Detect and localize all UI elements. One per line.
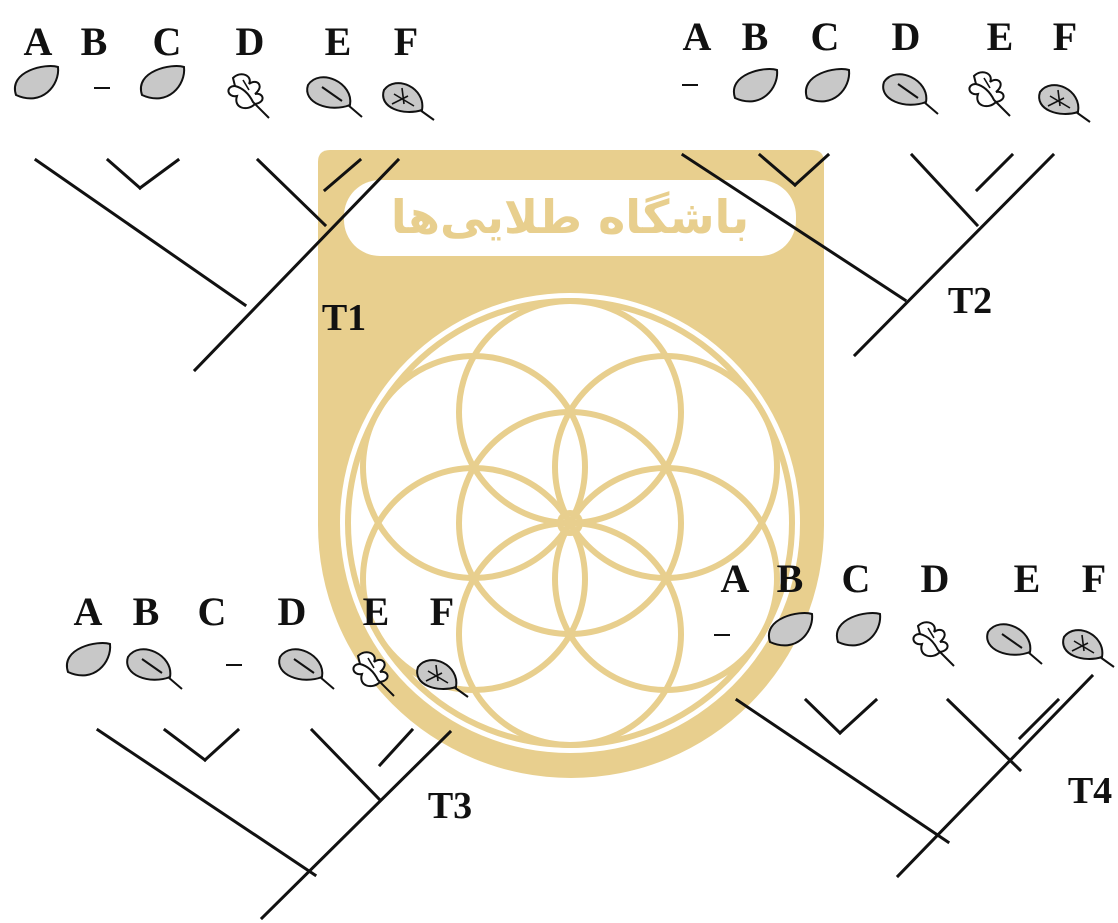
divided-leaf-icon	[228, 74, 269, 118]
watermark-logo: باشگاه طلایی‌ها	[318, 150, 824, 778]
divided-leaf-icon	[913, 622, 954, 666]
taxon-label: B	[133, 589, 160, 634]
oval-leaf-icon	[806, 69, 849, 101]
taxon-label: C	[198, 589, 227, 634]
oval-leaf-icon	[734, 69, 777, 101]
oval-leaf-icon	[837, 613, 880, 645]
taxon-label: F	[1082, 556, 1106, 601]
taxon-label: A	[74, 589, 103, 634]
veined-leaf-icon	[279, 649, 334, 689]
taxon-label: E	[363, 589, 390, 634]
tree-name-label: T3	[428, 785, 472, 827]
tree-branches	[737, 676, 1092, 876]
taxon-label: D	[921, 556, 950, 601]
taxon-label: F	[430, 589, 454, 634]
netted-leaf-icon	[1039, 85, 1090, 122]
veined-leaf-icon	[307, 77, 362, 117]
taxon-label: B	[742, 14, 769, 59]
leaf-icons	[15, 66, 434, 120]
watermark-text: باشگاه طلایی‌ها	[391, 190, 749, 244]
netted-leaf-icon	[383, 83, 434, 120]
veined-leaf-icon	[987, 624, 1042, 664]
veined-leaf-icon	[127, 649, 182, 689]
tree-name-label: T2	[948, 280, 992, 322]
leaf-icons	[682, 69, 1090, 122]
taxon-labels: A B C D E F	[721, 556, 1107, 601]
taxon-label: E	[325, 19, 352, 64]
taxon-labels: A B C D E F	[24, 19, 419, 64]
oval-leaf-icon	[67, 643, 110, 675]
taxon-label: B	[81, 19, 108, 64]
tree-branches	[98, 730, 450, 918]
taxon-label: F	[394, 19, 418, 64]
taxon-label: E	[987, 14, 1014, 59]
tree-name-label: T1	[322, 297, 366, 339]
tree-name-label: T4	[1068, 770, 1112, 812]
divided-leaf-icon	[969, 72, 1010, 116]
taxon-label: D	[892, 14, 921, 59]
taxon-label: A	[24, 19, 53, 64]
taxon-label: C	[842, 556, 871, 601]
taxon-label: C	[153, 19, 182, 64]
oval-leaf-icon	[141, 66, 184, 98]
taxon-label: D	[278, 589, 307, 634]
taxon-label: D	[236, 19, 265, 64]
taxon-label: B	[777, 556, 804, 601]
veined-leaf-icon	[883, 74, 938, 114]
taxon-label: A	[683, 14, 712, 59]
taxon-labels: A B C D E F	[683, 14, 1078, 59]
taxon-label: E	[1014, 556, 1041, 601]
oval-leaf-icon	[15, 66, 58, 98]
taxon-label: C	[811, 14, 840, 59]
netted-leaf-icon	[1063, 630, 1114, 667]
taxon-label: A	[721, 556, 750, 601]
taxon-label: F	[1053, 14, 1077, 59]
